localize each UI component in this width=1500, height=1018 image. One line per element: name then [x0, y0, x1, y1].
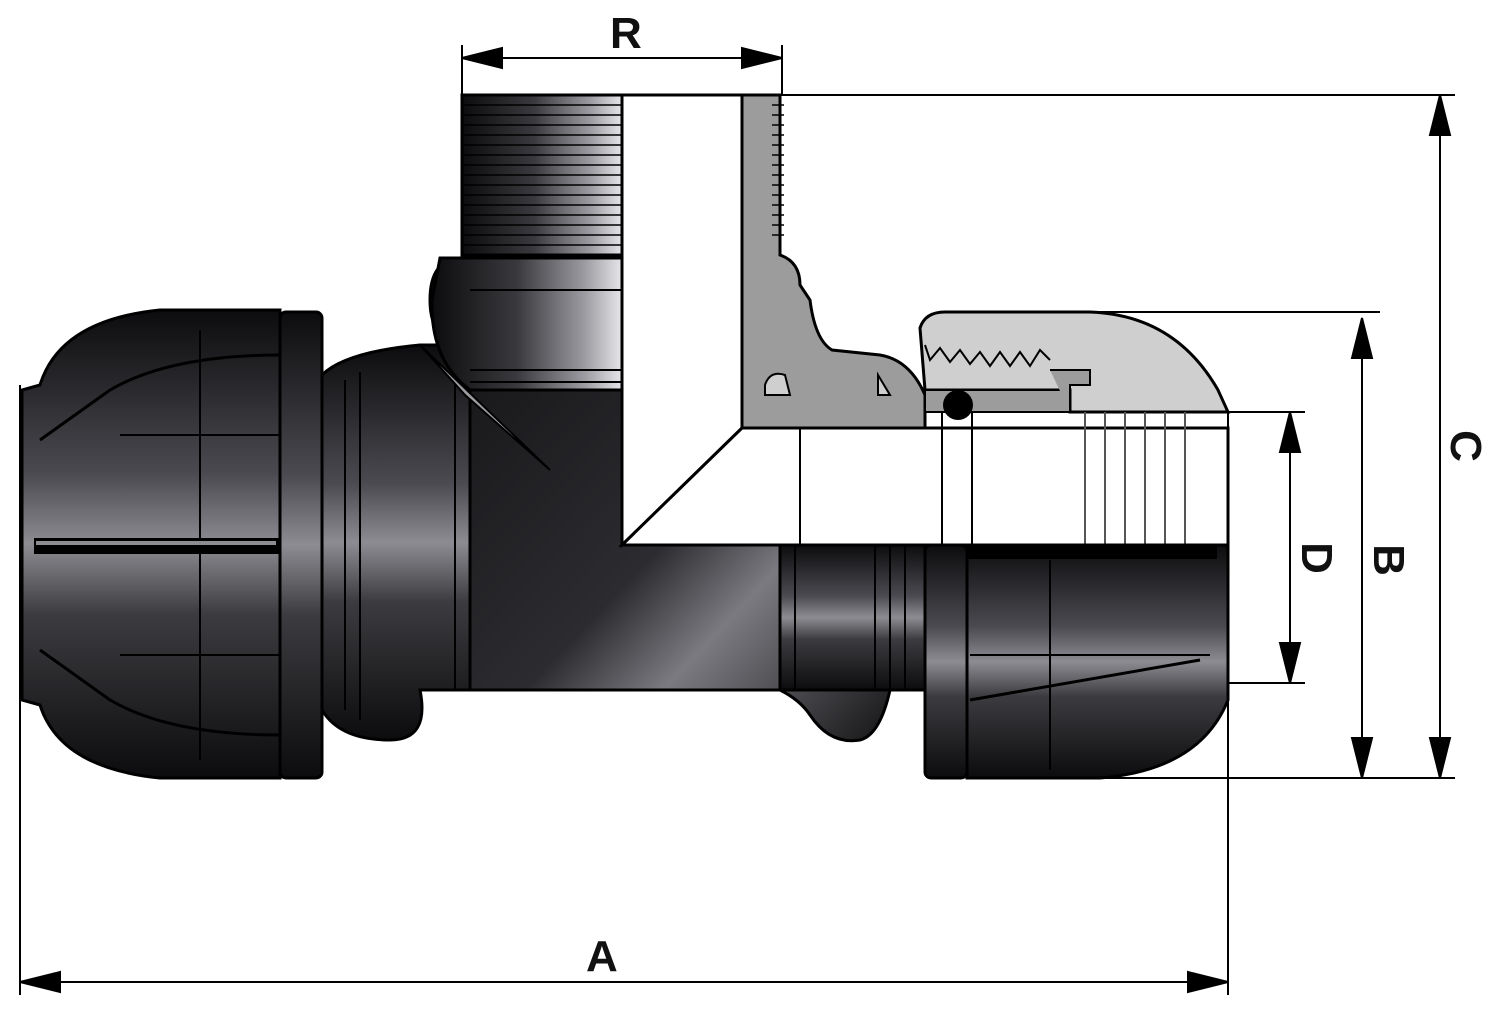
- left-compression-nut: [20, 308, 324, 780]
- o-ring-icon: [943, 390, 973, 420]
- thread-lines-left: [462, 104, 622, 246]
- tee-body: [320, 93, 927, 743]
- dimension-lines: [19, 45, 1455, 995]
- dimension-label-a: A: [586, 932, 618, 981]
- dimension-label-r: R: [610, 9, 642, 58]
- section-cut: [618, 93, 1231, 549]
- dimension-label-d: D: [1291, 542, 1341, 574]
- dimension-label-b: B: [1363, 544, 1413, 576]
- dimension-label-c: C: [1440, 430, 1490, 462]
- right-compression-nut: [923, 543, 1230, 780]
- thread-lines-right: [772, 104, 784, 236]
